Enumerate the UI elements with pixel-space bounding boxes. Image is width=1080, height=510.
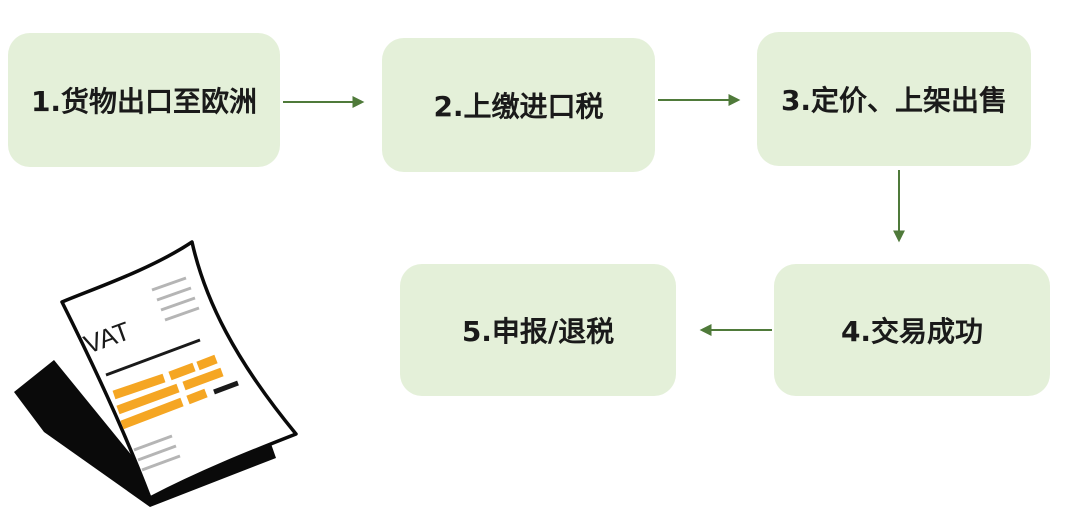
step-1-box: 1.货物出口至欧洲 bbox=[8, 33, 280, 167]
step-5-box: 5.申报/退税 bbox=[400, 264, 676, 396]
step-4-label: 4.交易成功 bbox=[840, 315, 984, 348]
step-1-label: 1.货物出口至欧洲 bbox=[30, 85, 258, 118]
vat-document-icon: VAT bbox=[14, 240, 298, 507]
step-3-label: 3.定价、上架出售 bbox=[780, 84, 1008, 117]
step-2-box: 2.上缴进口税 bbox=[382, 38, 655, 172]
step-4-box: 4.交易成功 bbox=[774, 264, 1050, 396]
step-2-label: 2.上缴进口税 bbox=[433, 90, 604, 123]
step-3-box: 3.定价、上架出售 bbox=[757, 32, 1031, 166]
step-5-label: 5.申报/退税 bbox=[461, 315, 615, 348]
